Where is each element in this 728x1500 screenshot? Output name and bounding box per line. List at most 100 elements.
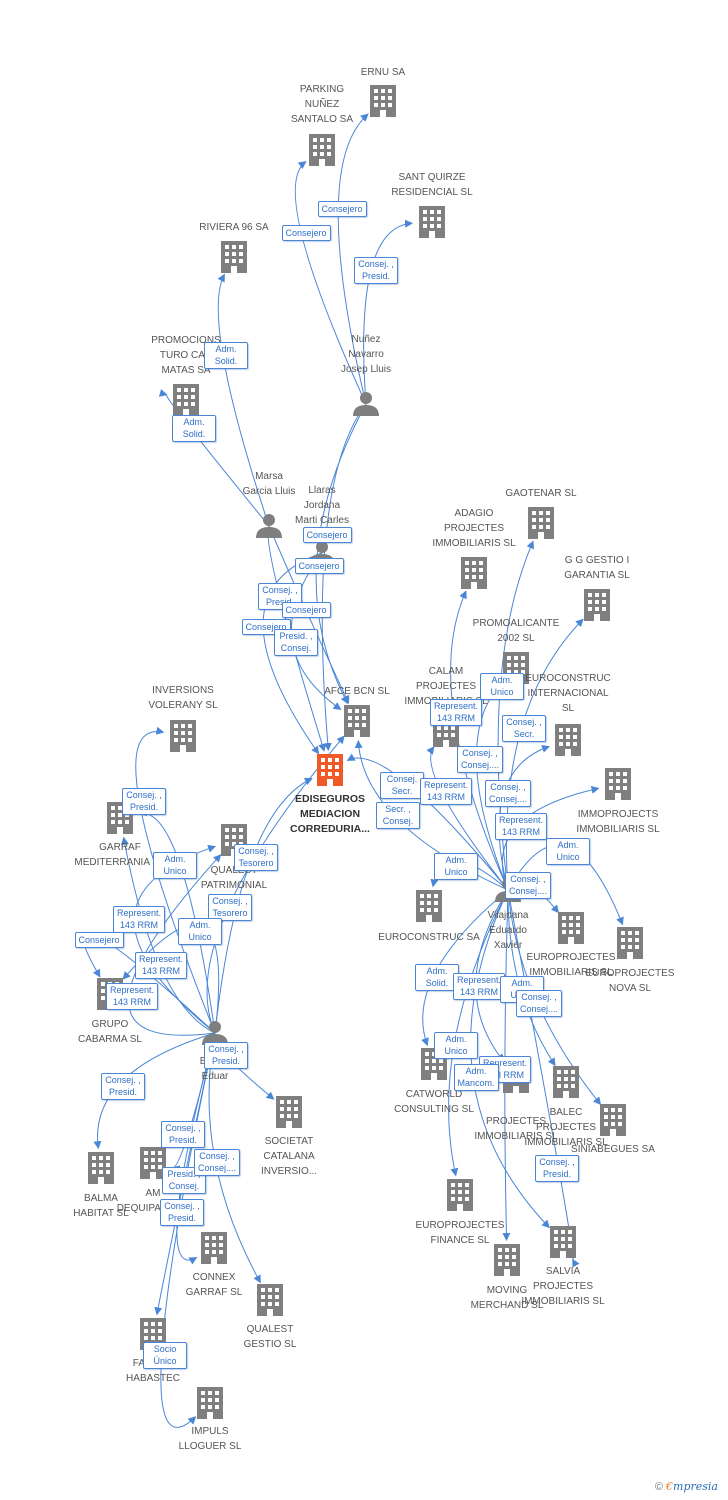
relation-badge-r43[interactable]: Presid. , Consej. xyxy=(162,1166,206,1194)
relation-badge-r25[interactable]: Adm. Unico xyxy=(153,851,197,879)
relation-badge-r21[interactable]: Adm. Unico xyxy=(434,852,478,880)
company-label-projimmo[interactable]: PROJECTES IMMOBILIARIS SL xyxy=(474,1116,558,1142)
company-label-euroconstsa[interactable]: EUROCONSTRUC SA xyxy=(378,932,480,943)
company-label-inversions[interactable]: INVERSIONS VOLERANY SL xyxy=(148,685,218,711)
relation-badge-r1[interactable]: Consejero xyxy=(317,201,367,217)
company-label-gaotenar[interactable]: GAOTENAR SL xyxy=(505,488,577,499)
company-label-ernu[interactable]: ERNU SA xyxy=(360,67,406,78)
relation-badge-r26[interactable]: Consej. , Tesorero xyxy=(234,843,278,871)
building-icon[interactable] xyxy=(528,507,554,539)
relation-badge-r12[interactable]: Adm. Unico xyxy=(480,672,524,700)
relation-badge-r37[interactable]: Adm. Unico xyxy=(434,1031,478,1059)
relation-badge-r33[interactable]: Adm. Solid. xyxy=(415,963,459,991)
building-icon[interactable] xyxy=(555,724,581,756)
building-icon[interactable] xyxy=(197,1387,223,1419)
person-label-marsa[interactable]: Marsa Garcia Lluis xyxy=(242,471,296,497)
relation-badge-r41[interactable]: Consej. , Presid. xyxy=(101,1072,145,1100)
relation-badge-r34[interactable]: Represent. 143 RRM xyxy=(453,972,506,1000)
company-label-qualestpat[interactable]: QUALEST PATRIMONIAL xyxy=(200,865,268,891)
company-label-balma[interactable]: BALMA HABITAT SL xyxy=(73,1193,129,1219)
relation-badge-r30[interactable]: Consejero xyxy=(74,932,124,948)
relation-badge-r14[interactable]: Consej. , Secr. xyxy=(502,714,546,742)
building-icon[interactable] xyxy=(553,1066,579,1098)
company-label-impuls[interactable]: IMPULS LLOGUER SL xyxy=(178,1426,242,1452)
company-label-balec[interactable]: BALEC PROJECTES IMMOBILIARIS SL xyxy=(524,1107,608,1148)
relation-badge-r24[interactable]: Consej. , Presid. xyxy=(122,787,166,815)
company-label-promocions[interactable]: PROMOCIONS TURO CAN MATAS SA xyxy=(151,335,221,376)
company-label-catworld[interactable]: CATWORLD CONSULTING SL xyxy=(394,1089,474,1115)
company-label-grupocabarma[interactable]: GRUPO CABARMA SL xyxy=(78,1019,142,1045)
relation-badge-r20[interactable]: Represent. 143 RRM xyxy=(495,812,548,840)
relation-badge-r39[interactable]: Adm. Mancom. xyxy=(453,1063,499,1091)
relation-badge-r46[interactable]: Consej. , Presid. xyxy=(535,1154,579,1182)
relation-badge-r40[interactable]: Consej. , Presid. xyxy=(204,1041,248,1069)
building-icon[interactable] xyxy=(344,705,370,737)
relation-badge-r42[interactable]: Consej. , Presid. xyxy=(161,1120,205,1148)
relation-badge-r47[interactable]: Socio Único xyxy=(143,1341,187,1369)
relation-badge-r28[interactable]: Represent. 143 RRM xyxy=(113,905,166,933)
relation-badge-r44[interactable]: Consej. , Consej.... xyxy=(194,1148,241,1176)
company-label-europrojimmo[interactable]: EUROPROJECTES IMMOBILIARIS SL xyxy=(526,952,616,978)
relation-badge-r11[interactable]: Presid. , Consej. xyxy=(274,628,318,656)
company-label-parking[interactable]: PARKING NUÑEZ SANTALO SA xyxy=(290,84,354,125)
person-label-llaras[interactable]: Llaras Jordana Marti Carles xyxy=(295,485,349,526)
building-icon[interactable] xyxy=(584,589,610,621)
relation-badge-r17[interactable]: Represent. 143 RRM xyxy=(420,777,473,805)
building-icon[interactable] xyxy=(173,384,199,416)
company-label-immoprojects[interactable]: IMMOPROJECTS IMMOBILIARIS SL xyxy=(576,809,660,835)
relation-badge-r45[interactable]: Consej. , Presid. xyxy=(160,1198,204,1226)
relation-badge-r19[interactable]: Secr. , Consej. xyxy=(376,801,420,829)
building-icon[interactable] xyxy=(447,1179,473,1211)
company-label-amdequip[interactable]: AM DEQUIPAMENT xyxy=(116,1188,190,1214)
relation-badge-r36[interactable]: Consej. , Consej.... xyxy=(516,989,563,1017)
building-icon[interactable] xyxy=(605,768,631,800)
company-label-euroconstint[interactable]: EUROCONSTRUC INTERNACIONAL SL xyxy=(525,673,611,714)
building-icon[interactable] xyxy=(550,1226,576,1258)
relation-badge-r32[interactable]: Represent. 143 RRM xyxy=(106,982,159,1010)
relation-badge-r2[interactable]: Consejero xyxy=(281,225,331,241)
relation-badge-r22[interactable]: Adm. Unico xyxy=(546,837,590,865)
company-label-moving[interactable]: MOVING MERCHAND SL xyxy=(470,1285,544,1311)
relation-badge-r6[interactable]: Consejero xyxy=(302,527,352,543)
relation-badge-r16[interactable]: Consej. Secr. xyxy=(380,771,424,799)
main-building-icon[interactable] xyxy=(317,754,343,786)
relation-badge-r13[interactable]: Represent. 143 RRM xyxy=(430,698,483,726)
person-label-nunez[interactable]: Nuñez Navarro Josep Lluis xyxy=(340,334,392,375)
building-icon[interactable] xyxy=(88,1152,114,1184)
relation-badge-r7[interactable]: Consejero xyxy=(294,558,344,574)
relation-badge-r4[interactable]: Adm. Solid. xyxy=(204,341,248,369)
relation-badge-r27[interactable]: Consej. , Tesorero xyxy=(208,893,252,921)
relation-badge-r15[interactable]: Consej. , Consej.... xyxy=(457,745,504,773)
building-icon[interactable] xyxy=(221,241,247,273)
company-label-connex[interactable]: CONNEX GARRAF SL xyxy=(185,1272,243,1298)
company-label-societat[interactable]: SOCIETAT CATALANA INVERSIO... xyxy=(260,1136,318,1177)
relation-badge-r9[interactable]: Consejero xyxy=(281,602,331,618)
company-label-europrojnova[interactable]: EUROPROJECTES NOVA SL xyxy=(585,968,675,994)
relation-badge-r5[interactable]: Adm. Solid. xyxy=(172,414,216,442)
company-label-afce[interactable]: AFCE BCN SL xyxy=(324,686,390,697)
building-icon[interactable] xyxy=(201,1232,227,1264)
company-label-adagio[interactable]: ADAGIO PROJECTES IMMOBILIARIS SL xyxy=(432,508,516,549)
relation-badge-r23[interactable]: Consej. , Consej.... xyxy=(505,871,552,899)
company-label-siniabegues[interactable]: SINIABEGUES SA xyxy=(571,1144,655,1155)
company-label-salvia[interactable]: SALVIA PROJECTES IMMOBILIARIS SL xyxy=(521,1266,605,1307)
building-icon[interactable] xyxy=(461,557,487,589)
company-label-qualestgestio[interactable]: QUALEST GESTIO SL xyxy=(243,1324,297,1350)
person-icon[interactable] xyxy=(353,392,379,416)
company-label-europrojfin[interactable]: EUROPROJECTES FINANCE SL xyxy=(415,1220,505,1246)
company-label-promoalicante[interactable]: PROMOALICANTE 2002 SL xyxy=(472,618,560,644)
building-icon[interactable] xyxy=(416,890,442,922)
relation-badge-r3[interactable]: Consej. , Presid. xyxy=(354,256,398,284)
company-label-gggestio[interactable]: G G GESTIO I GARANTIA SL xyxy=(564,555,630,581)
building-icon[interactable] xyxy=(276,1096,302,1128)
person-label-vilajoana[interactable]: Vilajoana Eduardo Xavier xyxy=(487,910,529,951)
company-label-santquirze[interactable]: SANT QUIRZE RESIDENCIAL SL xyxy=(391,172,473,198)
building-icon[interactable] xyxy=(419,206,445,238)
building-icon[interactable] xyxy=(309,134,335,166)
company-label-riviera[interactable]: RIVIERA 96 SA xyxy=(199,222,269,233)
relation-badge-r18[interactable]: Consej. , Consej.... xyxy=(485,779,532,807)
building-icon[interactable] xyxy=(170,720,196,752)
relation-badge-r31[interactable]: Represent. 143 RRM xyxy=(135,951,188,979)
relation-badge-r29[interactable]: Adm. Unico xyxy=(178,917,222,945)
